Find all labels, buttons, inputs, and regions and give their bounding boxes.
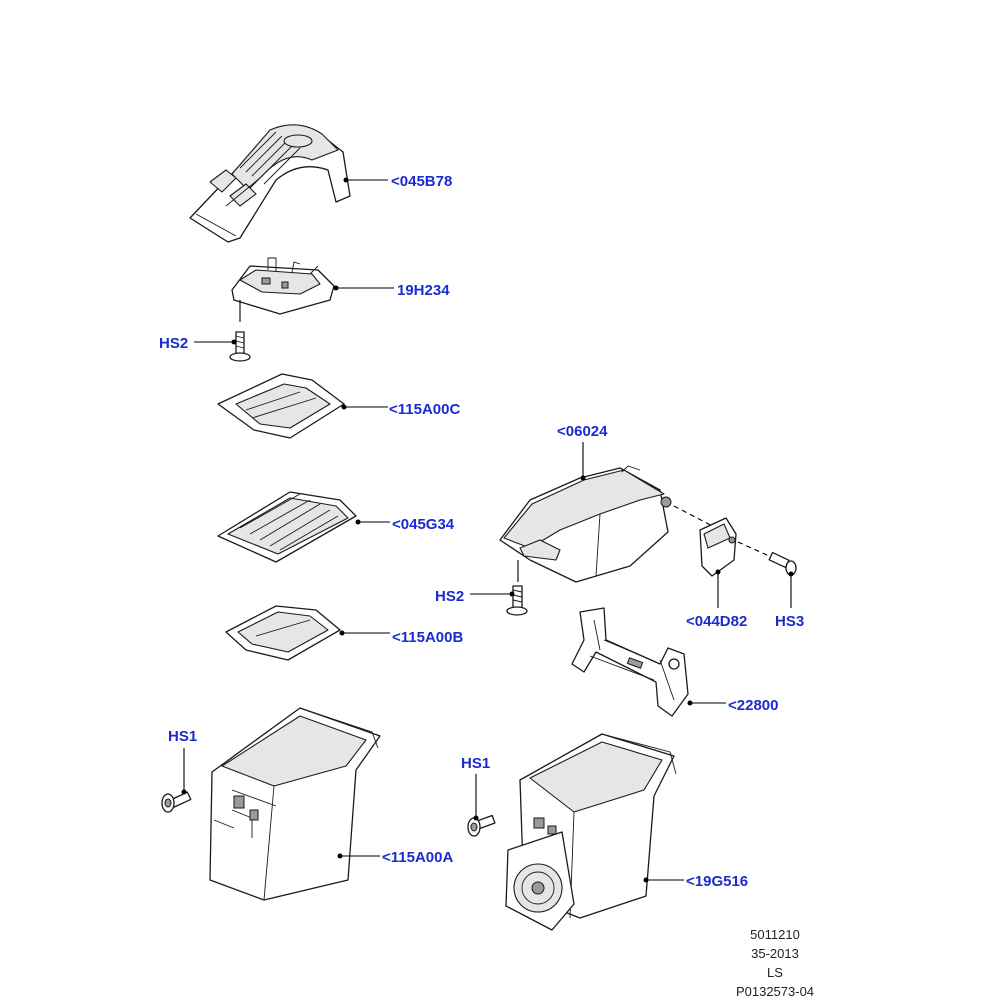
callout-115A00B: <115A00B xyxy=(392,629,463,646)
callout-HS2-left: HS2 xyxy=(159,335,188,352)
footer-line-4: P0132573-04 xyxy=(736,984,814,999)
screw-HS1-right-drawing xyxy=(467,814,496,837)
callout-115A00C: <115A00C xyxy=(389,401,460,418)
part-045G34-drawing xyxy=(217,491,357,563)
reference-footer: 5011210 35-2013 LS P0132573-04 xyxy=(736,927,814,999)
part-115A00B-drawing xyxy=(225,605,341,661)
part-19H234-drawing xyxy=(231,257,335,322)
footer-line-2: 35-2013 xyxy=(751,946,799,961)
screw-HS1-left-drawing xyxy=(161,791,192,813)
part-044D82-drawing xyxy=(699,517,779,577)
part-22800-drawing xyxy=(571,607,689,717)
footer-line-3: LS xyxy=(767,965,783,980)
part-115A00C-drawing xyxy=(217,373,345,439)
callout-115A00A: <115A00A xyxy=(382,849,453,866)
callout-HS1-left: HS1 xyxy=(168,728,197,745)
leader-lines xyxy=(181,177,794,883)
callout-HS1-right: HS1 xyxy=(461,755,490,772)
callout-045G34: <045G34 xyxy=(392,516,455,533)
callout-22800: <22800 xyxy=(728,697,778,714)
callout-045B78: <045B78 xyxy=(391,173,452,190)
screw-HS3-drawing xyxy=(768,551,797,576)
part-045B78-drawing xyxy=(189,124,351,243)
callout-19H234: 19H234 xyxy=(397,282,450,299)
screw-HS2-left-drawing xyxy=(229,331,251,362)
footer-line-1: 5011210 xyxy=(750,927,800,942)
part-06024-drawing xyxy=(499,465,721,583)
callout-044D82: <044D82 xyxy=(686,613,747,630)
callout-19G516: <19G516 xyxy=(686,873,748,890)
callout-HS2-right: HS2 xyxy=(435,588,464,605)
part-19G516-drawing xyxy=(505,733,677,931)
callout-HS3: HS3 xyxy=(775,613,804,630)
callout-06024: <06024 xyxy=(557,423,608,440)
part-115A00A-drawing xyxy=(209,707,381,901)
screw-HS2-right-drawing xyxy=(506,585,528,616)
